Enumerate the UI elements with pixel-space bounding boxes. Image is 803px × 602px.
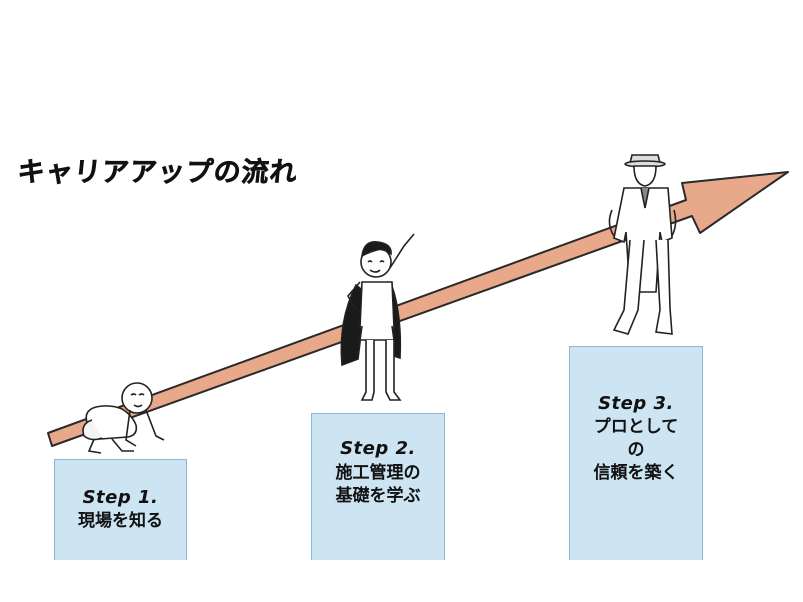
step-2-box: Step 2. 施工管理の 基礎を学ぶ xyxy=(311,413,445,565)
step-2-label: Step 2. xyxy=(340,438,416,459)
growth-arrow xyxy=(47,171,789,447)
bottom-margin xyxy=(0,560,803,602)
step-3-text-line-2: の xyxy=(627,440,645,460)
step-2-text-line-1: 施工管理の xyxy=(335,463,421,483)
man-in-suit-and-hat-figure xyxy=(608,154,677,335)
step-1-label: Step 1. xyxy=(82,487,159,508)
step-3-text-line-1: プロとして xyxy=(593,417,679,437)
step-3-box: Step 3. プロとして の 信頼を築く xyxy=(569,346,703,565)
crawling-baby-figure xyxy=(82,382,165,454)
step-3-label: Step 3. xyxy=(598,393,674,414)
caped-boy-pointing-figure xyxy=(340,233,415,401)
step-1-box: Step 1. 現場を知る xyxy=(54,459,187,565)
step-1-text: 現場を知る xyxy=(78,511,163,531)
step-2-text-line-2: 基礎を学ぶ xyxy=(335,486,421,506)
step-3-text-line-3: 信頼を築く xyxy=(593,463,679,483)
